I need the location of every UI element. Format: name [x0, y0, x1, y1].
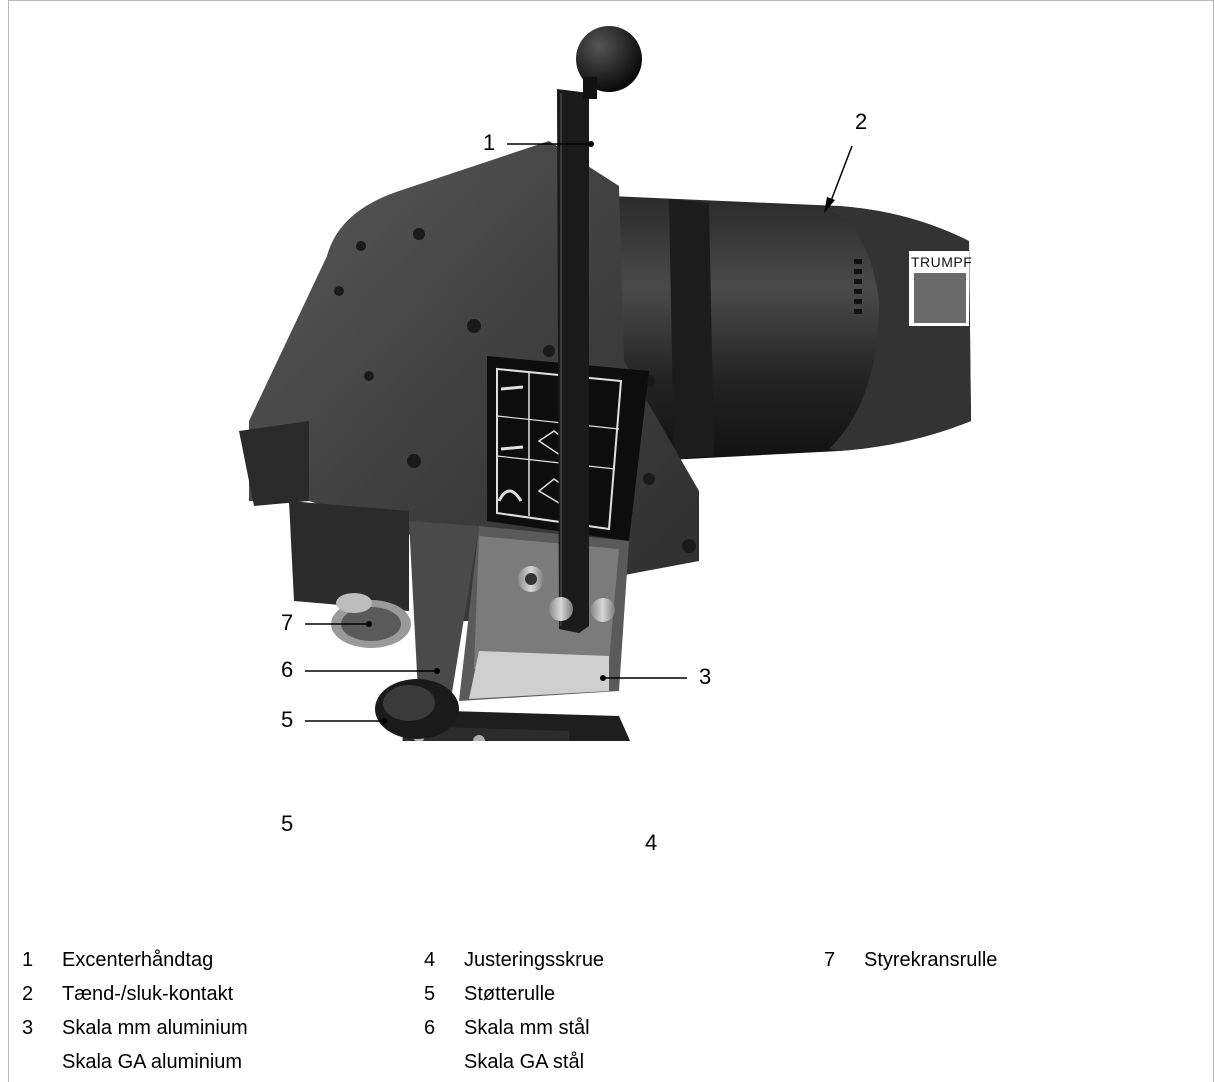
callout-lines — [305, 141, 853, 724]
callout-7: 7 — [281, 610, 294, 635]
callout-5-upper: 5 — [281, 707, 294, 732]
support-roller-upper — [375, 679, 459, 739]
callout-6: 6 — [281, 657, 294, 682]
callout-4: 4 — [645, 830, 658, 855]
callout-5-lower: 5 — [281, 811, 294, 836]
machine-figure: TRUMPF 1 2 7 6 3 5 5 4 — [9, 1, 1213, 854]
figure-frame — [8, 0, 1214, 1082]
machine-illustration — [239, 26, 971, 741]
eccentric-lever — [518, 26, 642, 633]
trumpf-logo: TRUMPF — [911, 254, 973, 270]
callout-1: 1 — [483, 130, 496, 155]
callout-2: 2 — [855, 109, 868, 134]
callout-3: 3 — [699, 664, 712, 689]
motor-housing — [609, 196, 971, 461]
